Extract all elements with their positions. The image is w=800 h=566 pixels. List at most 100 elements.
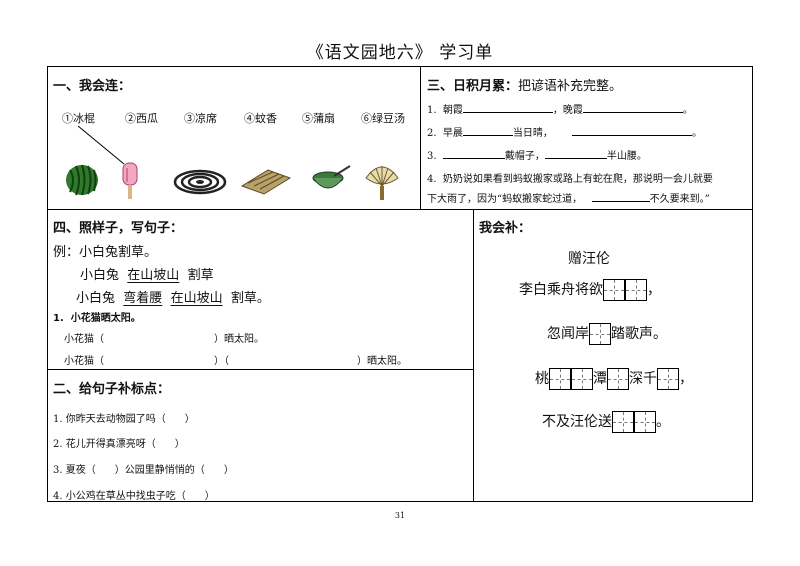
poem-text: 李白乘舟将欲 — [519, 282, 603, 298]
popsicle-icon[interactable] — [116, 160, 146, 204]
match-item-3: ③凉席 — [184, 112, 217, 125]
punctuation-item-3[interactable]: 3. 夏夜（ ）公园里静悄悄的（ ） — [53, 465, 234, 476]
answer-blank[interactable] — [442, 147, 505, 159]
proverb-4-cont: 下大雨了，因为“蚂蚁搬家蛇过道， 不久要来到。” — [427, 190, 710, 205]
palm-fan-icon[interactable] — [362, 160, 402, 202]
q-text: 不久要来到。” — [649, 194, 710, 205]
q-text: 朝霞 — [442, 105, 463, 116]
punctuation-item-1[interactable]: 1. 你昨天去动物园了吗（ ） — [53, 414, 195, 425]
page-number: 31 — [394, 511, 406, 520]
q-text: 奶奶说如果看到蚂蚁搬家或路上有蛇在爬，那说明一会儿就要 — [442, 174, 713, 185]
poem-text: 潭 — [593, 371, 607, 387]
practice-line-1[interactable]: 小花猫（ ）晒太阳。 — [64, 330, 264, 345]
q-text: ，晚霞 — [552, 105, 583, 116]
answer-blank[interactable] — [571, 124, 692, 136]
mung-bean-soup-icon[interactable] — [308, 164, 352, 196]
char-box[interactable] — [607, 368, 629, 390]
poem-line-3: 桃潭深千， — [535, 368, 693, 390]
answer-blank[interactable] — [462, 101, 553, 113]
poem-heading: 我会补： — [479, 221, 532, 236]
watermelon-icon[interactable] — [62, 162, 102, 198]
example-sentence-2: 小白兔 弯着腰 在山坡山 割草。 — [76, 287, 270, 306]
answer-blank[interactable] — [462, 124, 513, 136]
match-line — [77, 125, 125, 165]
char-box[interactable] — [589, 323, 611, 345]
worksheet-grid — [47, 66, 753, 502]
bamboo-mat-icon[interactable] — [238, 166, 292, 196]
q-number: 3. — [427, 151, 437, 162]
q-text: 下大雨了，因为“蚂蚁搬家蛇过道， — [427, 194, 583, 205]
poem-line-4: 不及汪伦送 。 — [542, 411, 670, 433]
section3-instruction: 把谚语补充完整。 — [518, 79, 623, 94]
char-box[interactable] — [612, 411, 634, 433]
section3-heading: 三、日积月累：把谚语补充完整。 — [427, 75, 622, 94]
ex-word-underlined: 弯着腰 — [123, 291, 163, 306]
match-item-2: ②西瓜 — [125, 112, 158, 125]
poem-text: 。 — [656, 414, 670, 430]
mosquito-coil-icon[interactable] — [173, 168, 227, 196]
ex-word-underlined: 在山坡山 — [127, 268, 180, 283]
q-text: 小花猫（ — [64, 356, 104, 367]
divider-left — [47, 369, 473, 370]
answer-blank[interactable] — [544, 147, 607, 159]
answer-blank[interactable] — [591, 190, 650, 202]
section3-title: 三、日积月累： — [427, 79, 519, 94]
poem-line-2: 忽闻岸 踏歌声。 — [547, 323, 667, 345]
poem-title: 赠汪伦 — [568, 251, 610, 267]
poem-text: 踏歌声。 — [611, 326, 667, 342]
match-item-1: ①冰棍 — [62, 112, 95, 125]
proverb-4: 4. 奶奶说如果看到蚂蚁搬家或路上有蛇在爬，那说明一会儿就要 — [427, 170, 713, 185]
char-box[interactable] — [549, 368, 571, 390]
match-item-4: ④蚊香 — [244, 112, 277, 125]
q-text: 。 — [682, 105, 693, 116]
section1-heading: 一、我会连： — [53, 79, 132, 94]
q-text: ）晒太阳。 — [214, 334, 264, 345]
proverb-1: 1. 朝霞 ，晚霞 。 — [427, 101, 693, 116]
divider-bottom — [473, 209, 474, 502]
q-text: 小花猫（ — [64, 334, 104, 345]
q-text: ）（ — [214, 356, 229, 367]
match-item-5: ⑤蒲扇 — [302, 112, 335, 125]
char-box[interactable] — [571, 368, 593, 390]
section4-question: 1. 小花猫晒太阳。 — [53, 309, 141, 324]
char-box[interactable] — [603, 279, 625, 301]
poem-text: 不及汪伦送 — [542, 414, 612, 430]
poem-text: 桃 — [535, 371, 549, 387]
example-sentence-1: 小白兔 在山坡山 割草 — [80, 264, 214, 283]
q-number: 4. — [427, 174, 437, 185]
poem-text: 忽闻岸 — [547, 326, 589, 342]
ex-word: 割草。 — [230, 291, 270, 306]
q-text: 戴帽子， — [504, 151, 545, 162]
ex-word: 小白兔 — [76, 291, 116, 306]
poem-line-1: 李白乘舟将欲 ， — [519, 279, 661, 301]
section4-heading: 四、照样子，写句子： — [53, 221, 184, 236]
proverb-2: 2. 早晨当日晴， 。 — [427, 124, 702, 139]
divider-middle — [47, 209, 753, 210]
proverb-3: 3. 戴帽子， 半山腰。 — [427, 147, 647, 162]
q-text: ）晒太阳。 — [357, 356, 407, 367]
answer-blank[interactable] — [582, 101, 683, 113]
ex-word-underlined: 在山坡山 — [170, 291, 223, 306]
match-item-6: ⑥绿豆汤 — [361, 112, 405, 125]
q-text: 小花猫晒太阳。 — [70, 313, 141, 324]
poem-text: ， — [647, 282, 661, 298]
punctuation-item-4[interactable]: 4. 小公鸡在草丛中找虫子吃（ ） — [53, 491, 215, 502]
q-text: 。 — [691, 128, 702, 139]
char-box[interactable] — [634, 411, 656, 433]
punctuation-item-2[interactable]: 2. 花儿开得真漂亮呀（ ） — [53, 439, 185, 450]
q-number: 2. — [427, 128, 437, 139]
q-text: 当日晴， — [512, 128, 553, 139]
section2-heading: 二、给句子补标点： — [53, 382, 171, 397]
page-title: 《语文园地六》 学习单 — [306, 43, 494, 63]
practice-line-2[interactable]: 小花猫（ ）（ ）晒太阳。 — [64, 352, 407, 367]
example-label: 例：小白兔割草。 — [53, 245, 158, 260]
q-number: 1. — [53, 313, 64, 324]
divider-top — [420, 66, 421, 210]
char-box[interactable] — [625, 279, 647, 301]
poem-text: 深千 — [629, 371, 657, 387]
char-box[interactable] — [657, 368, 679, 390]
q-text: 半山腰。 — [606, 151, 647, 162]
ex-word: 割草 — [187, 268, 214, 283]
q-number: 1. — [427, 105, 437, 116]
ex-word: 小白兔 — [80, 268, 120, 283]
